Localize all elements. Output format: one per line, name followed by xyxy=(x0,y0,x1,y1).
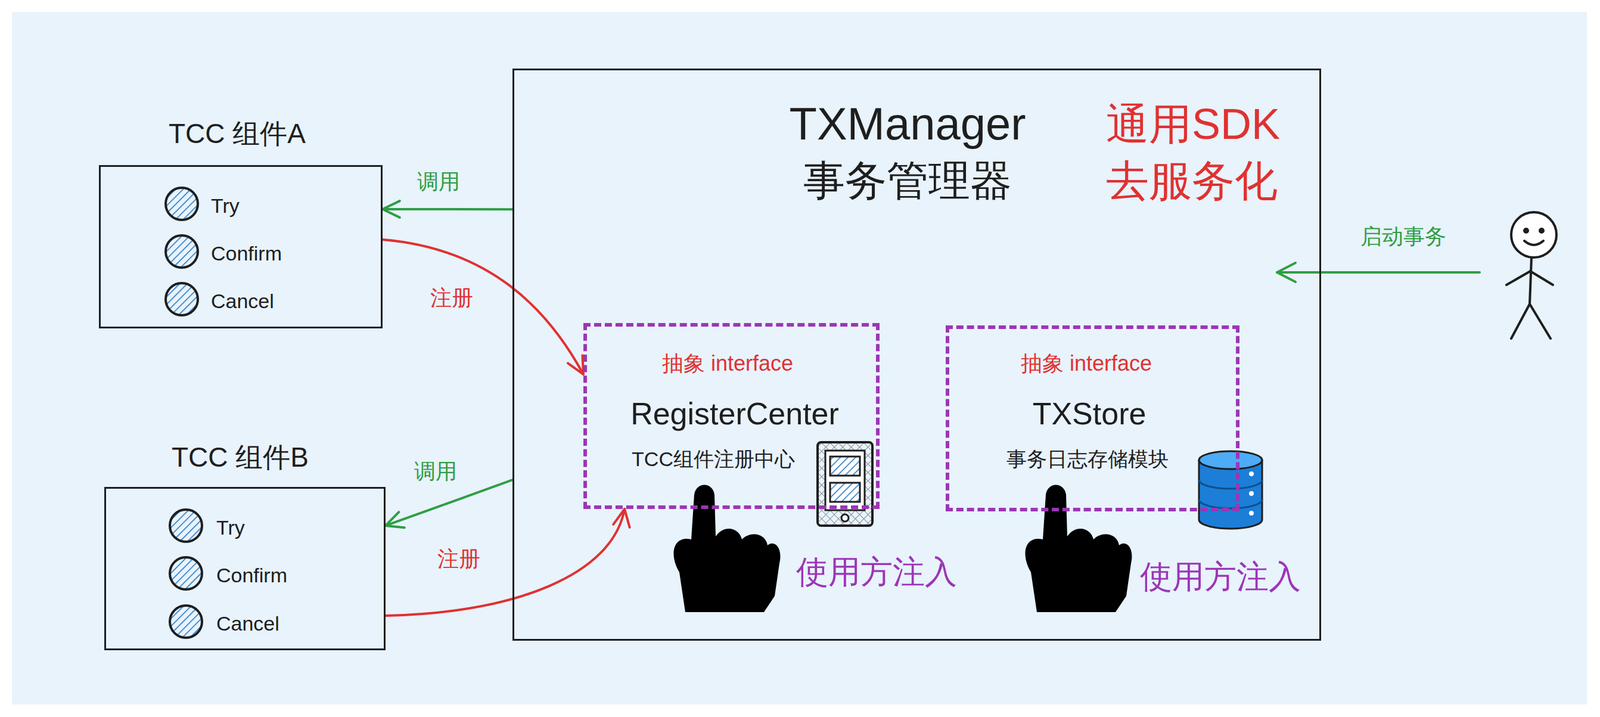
interface-box: 抽象 interfaceTXStore 事务日志存储模块 xyxy=(945,325,1240,512)
action-label: 启动事务 xyxy=(1356,223,1450,250)
node-text: 通用SDK xyxy=(1105,98,1280,150)
connector xyxy=(382,200,513,218)
node-text: 去服务化 xyxy=(1105,154,1278,207)
node-text: Cancel xyxy=(210,289,275,314)
node-title: TCC 组件B xyxy=(171,440,309,474)
hatched-circles xyxy=(165,187,203,638)
node-text: TXStore xyxy=(1032,395,1147,433)
node-text: Confirm xyxy=(216,563,288,588)
connector xyxy=(385,508,630,616)
connector xyxy=(382,239,584,375)
edge-label: 调用 xyxy=(413,168,464,195)
node-text: Try xyxy=(216,515,245,540)
node-text: Try xyxy=(210,193,240,219)
tcc-component-box: TCC 组件BTryConfirmCancel xyxy=(104,486,386,651)
injection-note: 使用方注入 xyxy=(1136,557,1305,596)
connector-line xyxy=(385,508,625,616)
node-title: 抽象 interface xyxy=(662,350,794,377)
node-text: RegisterCenter xyxy=(630,395,840,433)
connector-line xyxy=(385,479,513,526)
arrow-head xyxy=(613,508,630,528)
edge-label: 注册 xyxy=(433,545,484,572)
injection-note: 使用方注入 xyxy=(792,552,961,592)
node-title: TXManager xyxy=(788,96,1026,151)
database-icon xyxy=(1198,451,1263,529)
stick-figure xyxy=(1506,212,1557,339)
edge-label: 注册 xyxy=(426,284,477,311)
node-text: 事务日志存储模块 xyxy=(1006,446,1169,472)
connector-line xyxy=(382,239,584,375)
node-title: 抽象 interface xyxy=(1020,350,1152,377)
arrow-head xyxy=(567,355,584,375)
edge-label: 调用 xyxy=(410,458,461,484)
node-text: TCC组件注册中心 xyxy=(631,446,795,472)
node-text: Cancel xyxy=(216,611,280,636)
start-arrow xyxy=(1277,262,1480,282)
node-text: Confirm xyxy=(210,241,282,266)
connector xyxy=(385,479,513,528)
arrow-head xyxy=(385,511,405,528)
interface-box: 抽象 interfaceRegisterCenterTCC组件注册中心 xyxy=(583,322,880,509)
pointing-hand xyxy=(1024,485,1132,613)
node-title: TCC 组件A xyxy=(168,117,306,151)
arrow-head xyxy=(382,200,400,218)
connector-line xyxy=(382,207,513,211)
tcc-component-box: TCC 组件ATryConfirmCancel xyxy=(98,165,383,329)
node-text: 事务管理器 xyxy=(803,155,1012,206)
pointing-hand xyxy=(673,485,781,613)
phone-icon xyxy=(817,442,873,526)
